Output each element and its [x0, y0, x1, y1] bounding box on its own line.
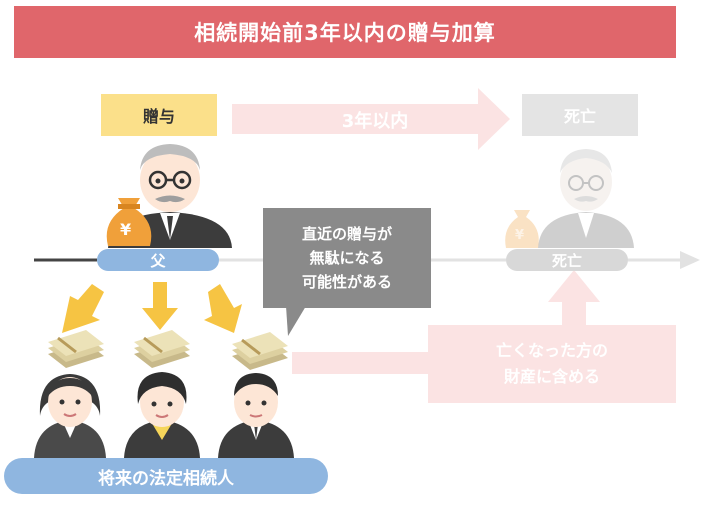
money-bundle-icon-2: [134, 330, 190, 368]
period-label: 3年以内: [341, 111, 409, 132]
timeline-arrowhead: [680, 251, 700, 269]
money-bag-icon: [106, 198, 152, 246]
faded-money-bag-icon: [505, 210, 539, 248]
money-bundle-icon-1: [48, 330, 104, 368]
diagram-title: 相続開始前3年以内の贈与加算: [14, 6, 676, 58]
death-label: 死亡: [522, 94, 638, 136]
callout-line-3: 可能性がある: [301, 273, 392, 291]
callout-line-2: 無駄になる: [309, 249, 385, 267]
heir-woman2-avatar: [124, 372, 200, 458]
money-bundle-icon-3: [232, 332, 288, 370]
inclusion-arrow: [292, 270, 600, 374]
callout-line-1: 直近の贈与が: [301, 225, 392, 243]
transfer-arrow-right: [204, 284, 242, 333]
transfer-arrow-left: [62, 284, 104, 333]
gift-label: 贈与: [101, 94, 217, 136]
heirs-label: 将来の法定相続人: [4, 458, 328, 494]
callout-tail: [286, 306, 306, 336]
inclusion-note: 亡くなった方の 財産に含める: [428, 325, 676, 403]
inclusion-line-2: 財産に含める: [503, 367, 600, 386]
inclusion-line-1: 亡くなった方の: [495, 341, 608, 360]
heir-woman-avatar: [34, 374, 106, 458]
deceased-avatar: [538, 149, 634, 248]
father-pill: 父: [97, 249, 219, 271]
money-bag-symbol: ¥: [120, 220, 132, 239]
heir-man-avatar: [218, 373, 294, 458]
transfer-arrow-center: [142, 282, 178, 330]
warning-callout: 直近の贈与が 無駄になる 可能性がある: [263, 208, 431, 308]
period-arrow: [232, 88, 510, 150]
transfer-arrows: [62, 282, 242, 333]
faded-money-bag-symbol: ¥: [515, 228, 525, 243]
death-pill: 死亡: [506, 249, 628, 271]
